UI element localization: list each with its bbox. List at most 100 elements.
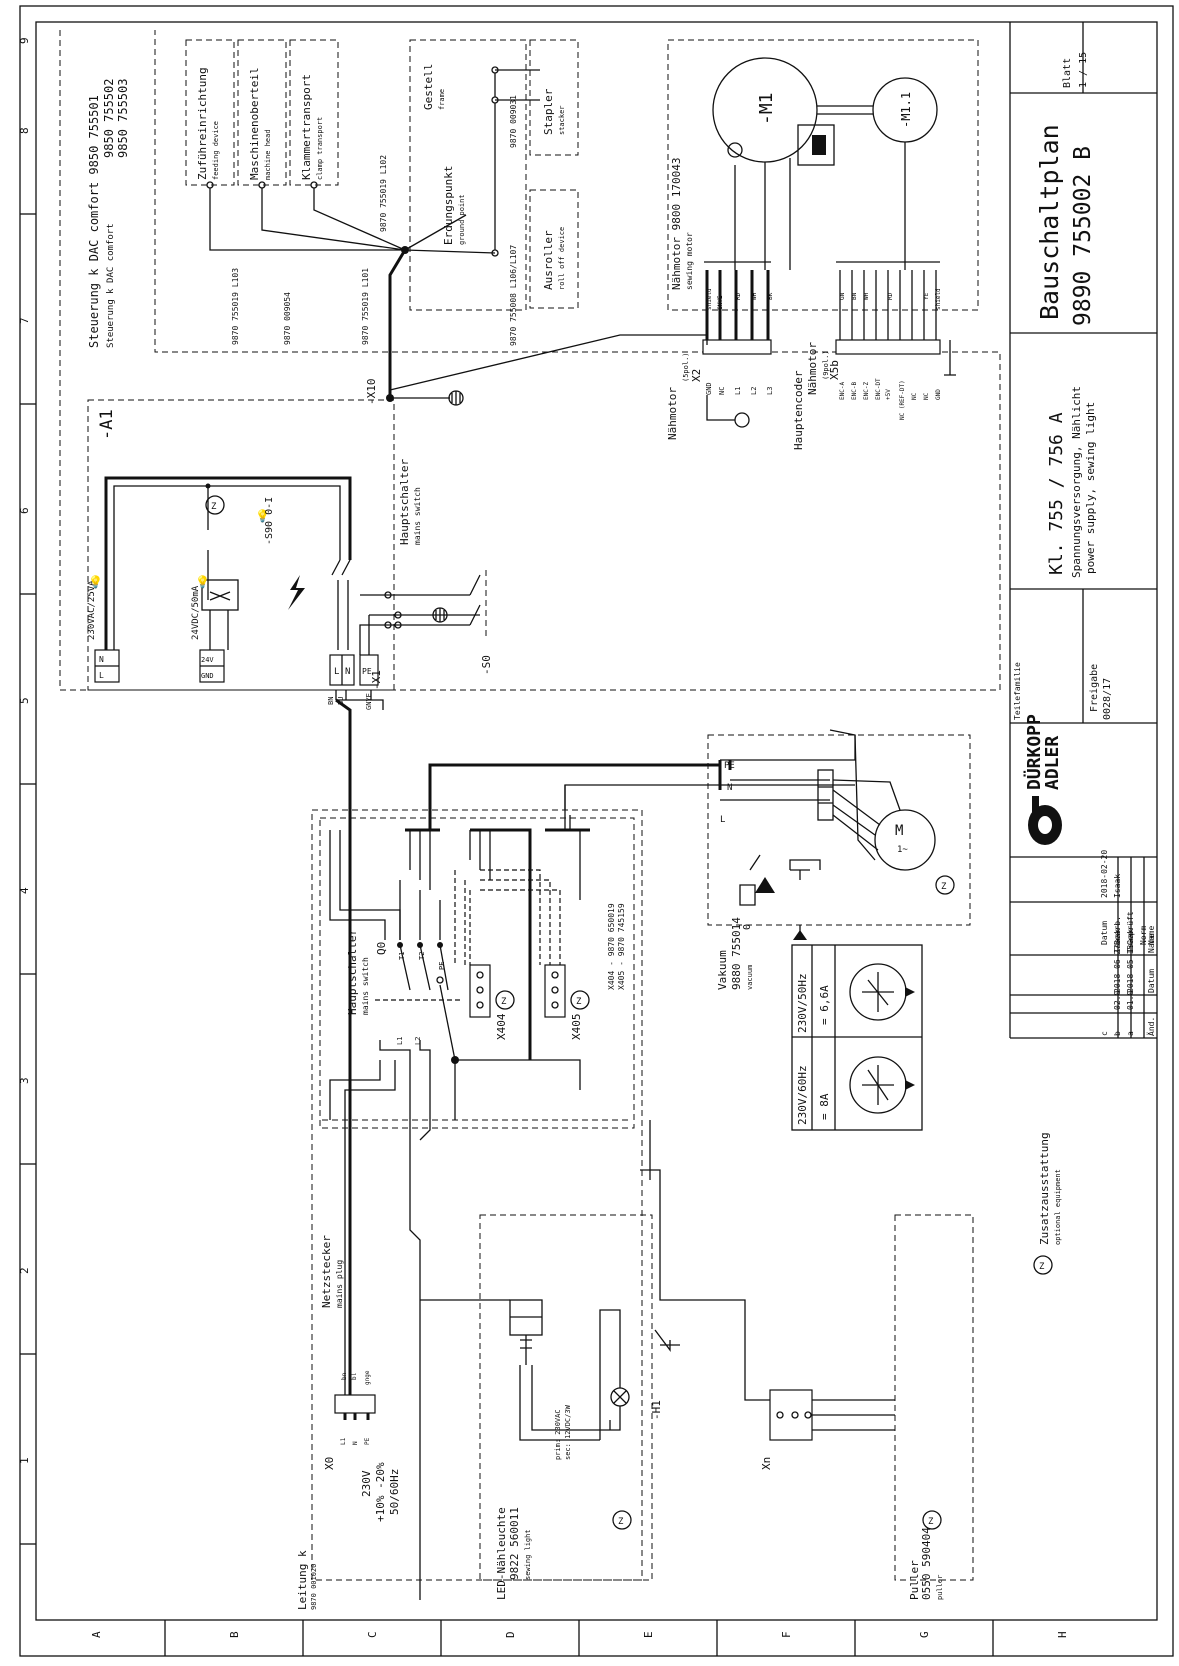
rev-date-head: Datum: [1147, 969, 1156, 993]
q0-box: [319, 817, 635, 1129]
enc-pol: (9pol.): [822, 350, 830, 380]
x2-pin-l1: L1: [734, 387, 742, 395]
puller-en: puller: [936, 1575, 944, 1600]
s90-label: -S90 0-I: [264, 497, 275, 545]
pin-n: N: [99, 655, 104, 664]
vac-m1: 1~: [897, 845, 908, 855]
col-label: 7: [18, 317, 31, 324]
unit-clamp-en: clamp transport: [316, 117, 324, 180]
row-label: C: [366, 1631, 379, 1638]
x404-label: X404: [495, 1013, 508, 1040]
rev-a-name: Isaak: [1126, 929, 1135, 953]
row-label: G: [918, 1631, 931, 1638]
x0-connector: [334, 1394, 376, 1414]
enc-sub: Nähmotor: [806, 342, 819, 395]
controller-num2: 9850 755502: [102, 79, 116, 158]
unit-ground-de: Erdungspunkt: [442, 166, 455, 245]
rev-b-date: 2018-06-27: [1113, 945, 1122, 993]
term-t2: T2: [418, 952, 426, 960]
vac-motor-icon: [874, 809, 936, 871]
bulb-icon: 💡: [255, 509, 270, 523]
x2-col-rd: RD: [735, 292, 742, 300]
x2-col-shield: shield: [706, 288, 713, 310]
optional-z-icon: [1033, 1255, 1053, 1275]
enc-col-rd: RD: [887, 292, 894, 300]
cable-l101: 9870 755019 L101: [361, 268, 370, 345]
light-switch[interactable]: [654, 1329, 680, 1352]
s0-label: -S0: [480, 655, 493, 675]
enc-col-wh: WH: [863, 292, 870, 300]
enc-title: Hauptencoder: [792, 370, 805, 450]
q0-contacts[interactable]: [399, 944, 449, 991]
controller-title-en: Steuerung k DAC comfort: [106, 223, 116, 348]
controller-title: Steuerung k DAC comfort 9850 755501: [87, 95, 101, 348]
unit-feeding-en: feeding device: [212, 121, 220, 180]
enc-pin-5v: +5V: [885, 389, 892, 400]
unit-head: [237, 39, 287, 186]
plug-desc-en: mains plug: [335, 1260, 344, 1308]
s90-switch[interactable]: [331, 559, 351, 576]
optional-z-icon: [935, 875, 955, 895]
z-mark: Z: [928, 1517, 934, 1527]
unit-clamp-de: Klammertransport: [300, 74, 313, 180]
m1-label: -M1: [756, 92, 777, 125]
light-title: LED-Nähleuchte: [495, 1507, 508, 1600]
enc-pin-nc1: NC: [911, 392, 918, 400]
optional-en: optional equipment: [1054, 1169, 1062, 1245]
enc-pin-nc2: NC: [923, 392, 930, 400]
light-en: sewing light: [524, 1529, 532, 1580]
vac-l: L: [720, 815, 725, 825]
pin-gnd: GND: [201, 672, 214, 680]
vac-pe: PE: [724, 761, 735, 771]
h1-label: -H1: [650, 1400, 663, 1420]
vacuum-title: Vakuum: [716, 950, 729, 990]
bulb-icon: 💡: [195, 575, 210, 589]
sheet-number: 1 / 15: [1078, 52, 1089, 88]
wire-gnye: GNYE: [365, 693, 373, 710]
row-label: H: [1056, 1631, 1069, 1638]
unit-rolloff: [529, 189, 579, 309]
col-label: 3: [18, 1077, 31, 1084]
s0-switch[interactable]: [469, 574, 481, 626]
motor-title-en: sewing motor: [685, 232, 694, 290]
optional-z-icon: [495, 990, 515, 1010]
term-l2: L2: [414, 1037, 422, 1045]
brand-line2: ADLER: [1042, 736, 1063, 790]
enc-pin-z: ENC-Z: [863, 382, 870, 400]
bearb-label: Bearb.: [1113, 916, 1122, 945]
enc-pin-dt: ENC-DT: [875, 378, 882, 400]
unit-frame: [409, 39, 527, 311]
x1-label: -X1: [370, 670, 383, 690]
puller: Puller 0550 590404 puller Xn Z: [744, 1214, 974, 1600]
x5b-label: X5b: [828, 360, 841, 380]
hazard-lightning-icon: [288, 575, 305, 610]
unit-feeding-de: Zuführeinrichtung: [196, 67, 209, 180]
row-label: A: [90, 1631, 103, 1638]
q0-label: Q0: [375, 942, 388, 955]
x0-pin-l1: L1: [340, 1437, 347, 1445]
x405-label: X405: [570, 1014, 583, 1041]
inner-frame: [35, 21, 1158, 1621]
col-label: 4: [18, 887, 31, 894]
enc-col-shield: shield: [935, 288, 942, 310]
enc-pin-ref: NC (REF-DT): [899, 380, 906, 420]
x40x-note1: X404 - 9870 650019: [607, 903, 616, 990]
unit-rolloff-de: Ausroller: [542, 230, 555, 290]
x2-pol: (5pol.): [682, 352, 690, 382]
datum-value: 2018-02-20: [1100, 850, 1109, 898]
col-label: 6: [18, 507, 31, 514]
unit-head-en: machine head: [264, 129, 272, 180]
gepr-label: Geprüft: [1126, 911, 1135, 945]
term-pe: PE: [438, 962, 446, 970]
wire-bu: BU: [337, 697, 345, 705]
rev-c: c: [1100, 1031, 1109, 1036]
optional-z-icon: [570, 990, 590, 1010]
x0-label: X0: [323, 1457, 336, 1470]
vacuum-box: [707, 734, 971, 926]
row-label: F: [780, 1631, 793, 1638]
x40x-note2: X405 - 9870 745159: [617, 903, 626, 990]
vac-zero: 0: [742, 924, 753, 930]
q0-desc: Hauptschalter: [346, 929, 359, 1015]
psu2-label: 24VDC/50mA: [191, 585, 201, 640]
